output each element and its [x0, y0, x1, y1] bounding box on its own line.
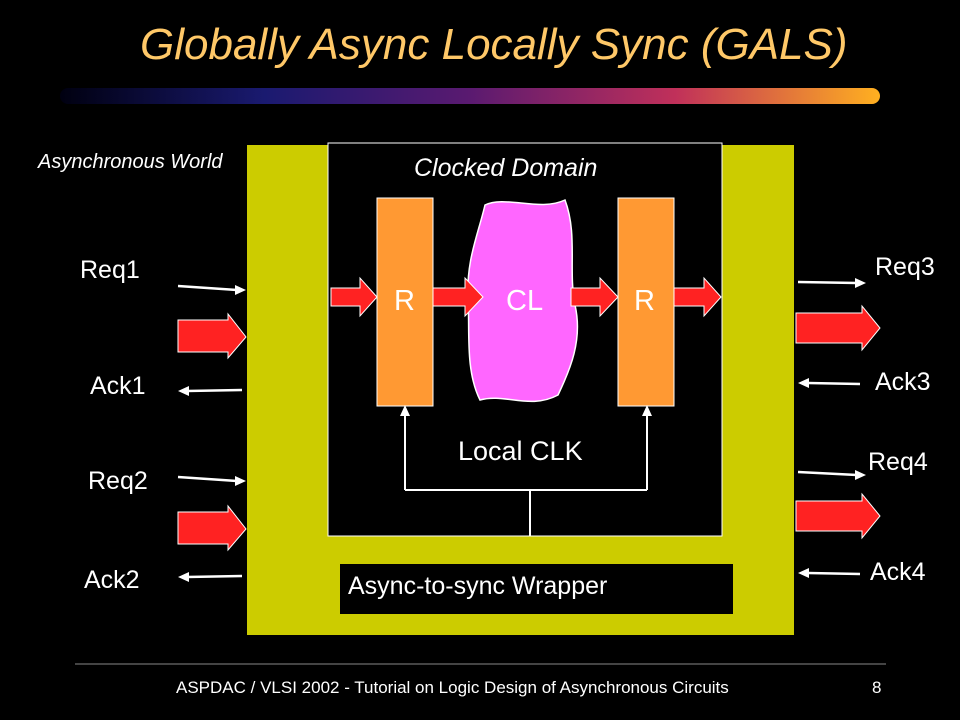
clock-arrowhead-left — [400, 405, 410, 416]
ack1-label: Ack1 — [90, 372, 146, 400]
clock-arrowhead-right — [642, 405, 652, 416]
ack2-label: Ack2 — [84, 566, 140, 594]
ack4-label: Ack4 — [870, 558, 926, 586]
slide-title: Globally Async Locally Sync (GALS) — [140, 20, 848, 69]
data-arrow-r-to-cl — [432, 276, 484, 318]
ack3-arrow — [798, 378, 861, 388]
req3-label: Req3 — [875, 253, 935, 281]
register-right — [617, 197, 675, 407]
async-to-sync-wrapper-label: Async-to-sync Wrapper — [348, 572, 608, 600]
req2-label: Req2 — [88, 467, 148, 495]
register-left-label: R — [394, 285, 415, 317]
ack4-arrow — [798, 568, 861, 578]
local-clock-tree — [404, 412, 648, 536]
data-arrow-cl-to-r — [570, 276, 619, 318]
ack3-label: Ack3 — [875, 368, 931, 396]
data-arrow-in — [330, 276, 378, 318]
req2-arrow — [177, 475, 246, 486]
data-out-arrow-2 — [795, 492, 881, 540]
combinational-logic-label: CL — [506, 285, 544, 317]
req1-label: Req1 — [80, 256, 140, 284]
data-out-arrow-1 — [795, 304, 881, 352]
ack1-arrow — [178, 386, 243, 396]
req3-arrow — [797, 278, 866, 288]
local-clk-label: Local CLK — [458, 436, 583, 466]
req4-label: Req4 — [868, 448, 928, 476]
ack2-arrow — [178, 572, 243, 582]
clocked-domain-label: Clocked Domain — [414, 154, 598, 182]
wrapper-label-box — [340, 564, 733, 614]
slide-footer: ASPDAC / VLSI 2002 - Tutorial on Logic D… — [176, 678, 729, 697]
data-arrow-out — [673, 276, 722, 318]
asynchronous-world-label: Asynchronous World — [38, 151, 223, 173]
data-in-arrow-2 — [177, 504, 247, 552]
page-number: 8 — [872, 678, 882, 697]
req1-arrow — [177, 284, 246, 295]
title-gradient-bar — [60, 88, 880, 104]
req4-arrow — [797, 470, 866, 480]
register-right-label: R — [634, 285, 655, 317]
data-in-arrow-1 — [177, 312, 247, 360]
